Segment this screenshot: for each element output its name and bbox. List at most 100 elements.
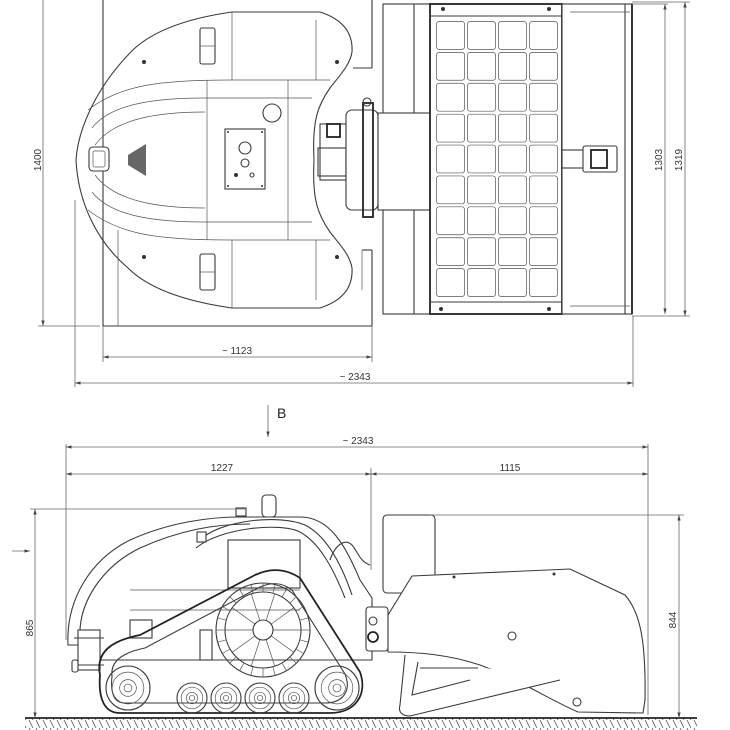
sprocket-tooth [250,584,254,594]
sprocket-tooth [239,662,245,671]
solar-cell [436,144,465,174]
solar-cell [498,52,527,81]
solar-cell [436,82,465,112]
track-assembly [98,569,364,714]
dimension-844: 844 [430,514,684,718]
dimension-865: 865 [12,508,245,718]
solar-cell [467,52,496,81]
solar-cell [436,52,465,81]
dim-attachment-height-label: 844 [668,611,679,628]
solar-cell [467,206,496,236]
solar-cell [529,113,558,143]
solar-panel-assembly [377,3,633,315]
sprocket-tooth [281,662,287,671]
beacon-light-icon [262,103,282,123]
dimension-1303: 1303 [632,3,668,314]
solar-cell [529,175,558,205]
solar-cell [467,21,496,50]
solar-cell [529,268,558,297]
sprocket-spoke [265,593,276,621]
solar-cell [498,113,527,143]
sprocket-tooth [272,666,276,676]
dimension-1319: 1319 [632,1,690,317]
solar-cell [498,206,527,236]
solar-cell [467,82,496,112]
solar-cell [436,175,465,205]
solar-cell [529,52,558,81]
solar-cell [529,82,558,112]
dimension-1115: 1115 [371,463,648,476]
road-wheel [210,682,242,714]
vehicle-body-top [75,11,353,309]
track-wheels [105,665,360,714]
solar-cell [436,206,465,236]
sprocket-spoke [232,635,256,653]
solar-cell [467,175,496,205]
sprocket-spoke [250,639,261,667]
sprocket-tooth [229,596,237,604]
solar-cell [498,237,527,266]
dim-overall-length-side-label: ~ 2343 [343,436,374,447]
rear-hitch [317,97,379,218]
sprocket-tooth [299,617,309,621]
dimension-2343-side: ~ 2343 [65,436,649,715]
dim-rear-section-label: 1227 [211,463,234,474]
solar-cell [498,144,527,174]
sprocket-tooth [289,656,297,664]
dim-front-section-label: 1115 [500,463,521,474]
sprocket-spoke [270,607,294,625]
dim-overall-length-top-label: ~ 2343 [340,372,371,383]
dim-vehicle-height-label: 865 [25,619,36,636]
solar-cell [467,144,496,174]
dimension-1123: ~ 1123 [102,326,373,362]
solar-cell [436,268,465,297]
solar-cell [529,206,558,236]
sprocket-tooth [239,589,245,598]
ground-line [25,717,697,730]
dim-overall-width-label: 1400 [33,148,44,171]
solar-cell [467,268,496,297]
top-view: 1400 1303 1319 ~ 1123 ~ 2343 [33,0,690,387]
dimension-1400: 1400 [33,0,100,327]
idler-wheel [105,665,151,711]
solar-cells [436,21,558,297]
solar-cell [498,268,527,297]
front-sensor-icon [88,146,110,172]
solar-cell [498,82,527,112]
road-wheel [244,682,276,714]
dim-panel-outer-label: 1319 [674,148,685,171]
control-panel [224,128,266,190]
sprocket-tooth [289,596,297,604]
sprocket-tooth [229,656,237,664]
solar-cell [529,237,558,266]
cable [329,541,371,566]
vehicle-body-side [67,494,373,673]
solar-cell [467,237,496,266]
road-wheel [176,682,208,714]
sprocket-tooth [295,606,304,612]
sprocket-tooth [217,617,227,621]
beacon-light-icon [261,494,277,518]
sprocket-spoke [250,593,261,621]
solar-cell [498,175,527,205]
solar-cell [467,113,496,143]
dimension-1227: 1227 [66,463,372,570]
dimension-2343-top: ~ 2343 [74,200,634,387]
dim-panel-inner-label: 1303 [654,148,665,171]
front-attachment [365,514,646,717]
solar-cell [498,21,527,50]
view-marker-label: B [277,405,286,421]
sprocket-tooth [222,648,231,654]
vent-grille [128,144,146,176]
solar-cell [529,144,558,174]
solar-cell [436,237,465,266]
idler-wheel [314,665,360,711]
solar-cell [436,21,465,50]
sprocket-tooth [250,666,254,676]
sprocket-tooth [281,589,287,598]
sprocket-tooth [272,584,276,594]
sprocket-tooth [295,648,304,654]
side-view: B [12,405,697,730]
solar-cell [436,113,465,143]
